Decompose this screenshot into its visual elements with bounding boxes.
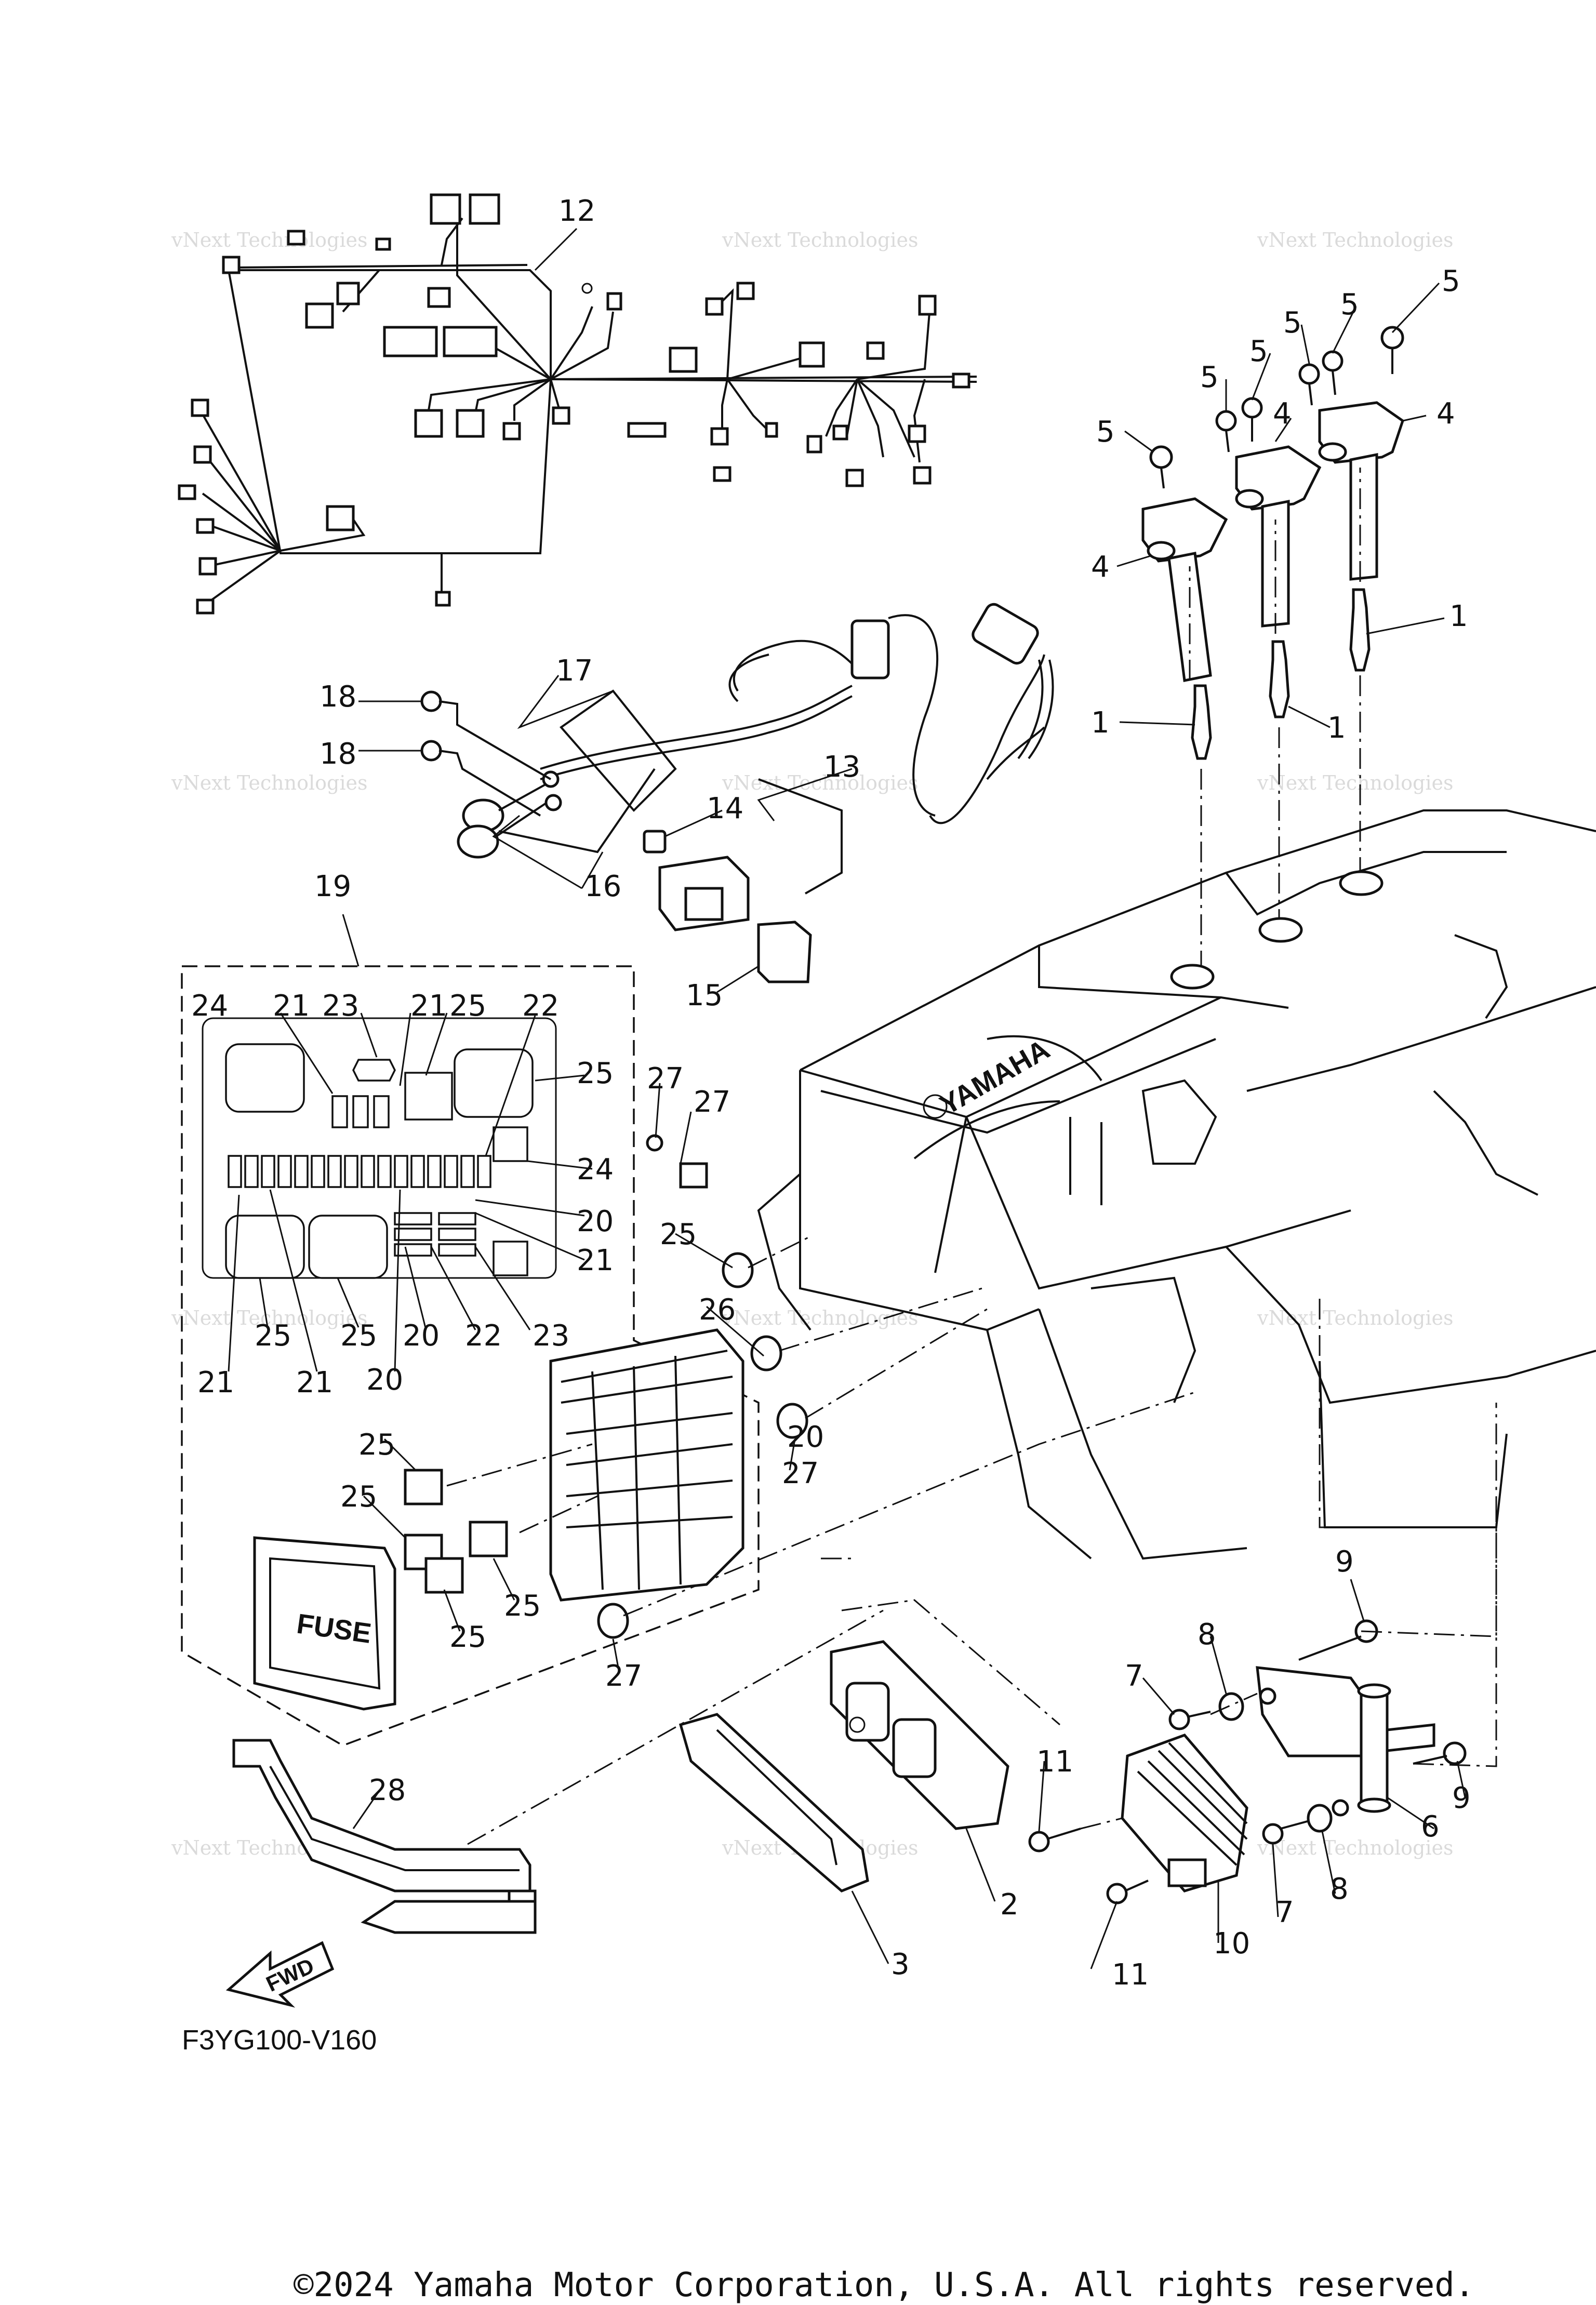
callout-label: 16 — [584, 870, 621, 903]
callout-label: 5 — [1442, 264, 1460, 298]
callout-label: 5 — [1096, 415, 1115, 449]
callout-label: 5 — [1249, 335, 1268, 368]
callout-label: 20 — [366, 1363, 403, 1397]
callout-label: 4 — [1091, 550, 1110, 584]
callout-label: 5 — [1200, 361, 1219, 394]
callout-label: 18 — [320, 737, 356, 771]
callout-label: 21 — [296, 1366, 333, 1400]
watermark: vNext Technologies — [1257, 1836, 1453, 1859]
callout-label: 27 — [694, 1085, 730, 1119]
diagram-code: F3YG100-V160 — [182, 2024, 377, 2056]
callout-label: 21 — [197, 1366, 234, 1400]
callout-label: 9 — [1452, 1781, 1471, 1815]
leader-lines — [352, 228, 1466, 1969]
watermark: vNext Technologies — [171, 771, 367, 794]
callout-label: 1 — [1449, 599, 1468, 633]
callout-label: 24 — [577, 1153, 614, 1187]
callout-label: 25 — [255, 1319, 291, 1353]
callout-label: 25 — [449, 1620, 486, 1654]
bracket — [232, 1609, 884, 1934]
callout-label: 21 — [273, 989, 310, 1023]
callout-label: 3 — [891, 1948, 910, 1981]
watermark: vNext Technologies — [1257, 229, 1453, 251]
callout-label: 27 — [782, 1457, 819, 1490]
callout-label: 8 — [1330, 1872, 1349, 1906]
watermark: vNext Technologies — [171, 229, 367, 251]
junction-box: FUSE — [253, 1328, 744, 1711]
callout-label: 23 — [533, 1319, 569, 1353]
callout-label: 14 — [707, 792, 743, 825]
callout-label: 9 — [1335, 1545, 1354, 1579]
callout-label: 4 — [1273, 397, 1292, 431]
bolt-group — [1149, 326, 1404, 489]
watermark: vNext Technologies — [1257, 771, 1453, 794]
callout-label: 22 — [465, 1319, 502, 1353]
callout-label: 23 — [322, 989, 359, 1023]
callout-label: 10 — [1213, 1927, 1250, 1961]
callout-label: 17 — [556, 654, 593, 688]
callout-label: 5 — [1283, 306, 1302, 340]
ecu — [679, 1557, 1060, 1893]
callout-label: 11 — [1036, 1745, 1073, 1779]
callout-label: 21 — [577, 1244, 614, 1277]
callout-label: 21 — [410, 989, 447, 1023]
callout-label: 28 — [369, 1774, 406, 1807]
callout-label: 25 — [340, 1480, 377, 1514]
callout-label: 25 — [660, 1218, 697, 1251]
watermark: vNext Technologies — [722, 229, 918, 251]
callout-label: 13 — [823, 750, 860, 784]
callout-label: 4 — [1437, 397, 1455, 431]
callout-label: 25 — [449, 989, 486, 1023]
callouts: 1 1 1 2 3 4 4 4 5 5 5 5 5 5 6 7 7 8 8 9 … — [191, 194, 1471, 1992]
rectifier-regulator — [1028, 1403, 1497, 1904]
callout-label: 11 — [1112, 1958, 1149, 1992]
callout-label: 15 — [686, 979, 723, 1012]
watermark: vNext Technologies — [1257, 1307, 1453, 1329]
callout-label: 19 — [314, 870, 351, 903]
callout-label: 20 — [577, 1205, 614, 1238]
callout-label: 27 — [605, 1659, 642, 1693]
watermark-group: vNext Technologies vNext Technologies vN… — [171, 229, 1453, 1859]
callout-label: 25 — [340, 1319, 377, 1353]
callout-label: 18 — [320, 680, 356, 714]
engine-block: YAMAHA — [757, 809, 1596, 1560]
fuse-cover — [253, 1536, 396, 1711]
copyright-notice: ©2024 Yamaha Motor Corporation, U.S.A. A… — [294, 2266, 1474, 2304]
grommets — [597, 1134, 1195, 1639]
callout-label: 27 — [647, 1062, 684, 1096]
callout-label: 2 — [1000, 1888, 1019, 1922]
callout-label: 20 — [403, 1319, 440, 1353]
callout-label: 1 — [1327, 711, 1346, 745]
callout-label: 1 — [1091, 706, 1110, 740]
callout-label: 7 — [1125, 1659, 1143, 1693]
spark-plugs — [1189, 468, 1371, 987]
callout-label: 25 — [577, 1057, 614, 1090]
callout-label: 24 — [191, 989, 228, 1023]
brand-mark: YAMAHA — [935, 1034, 1055, 1121]
watermark: vNext Technologies — [722, 1307, 918, 1329]
wire-harness — [178, 193, 977, 615]
battery-cables — [420, 603, 1054, 983]
watermark: vNext Technologies — [722, 771, 918, 794]
watermark: vNext Technologies — [171, 1307, 367, 1329]
callout-label: 25 — [504, 1589, 541, 1623]
callout-label: 7 — [1275, 1896, 1294, 1929]
callout-label: 5 — [1340, 288, 1359, 322]
fuse-row — [228, 1155, 491, 1257]
callout-label: 26 — [699, 1293, 736, 1327]
callout-label: 12 — [558, 194, 595, 228]
fwd-arrow: FWD — [225, 1941, 335, 2008]
callout-label: 22 — [522, 989, 559, 1023]
fuse-layout — [202, 1012, 593, 1372]
fuse-box-outline — [181, 965, 760, 1747]
